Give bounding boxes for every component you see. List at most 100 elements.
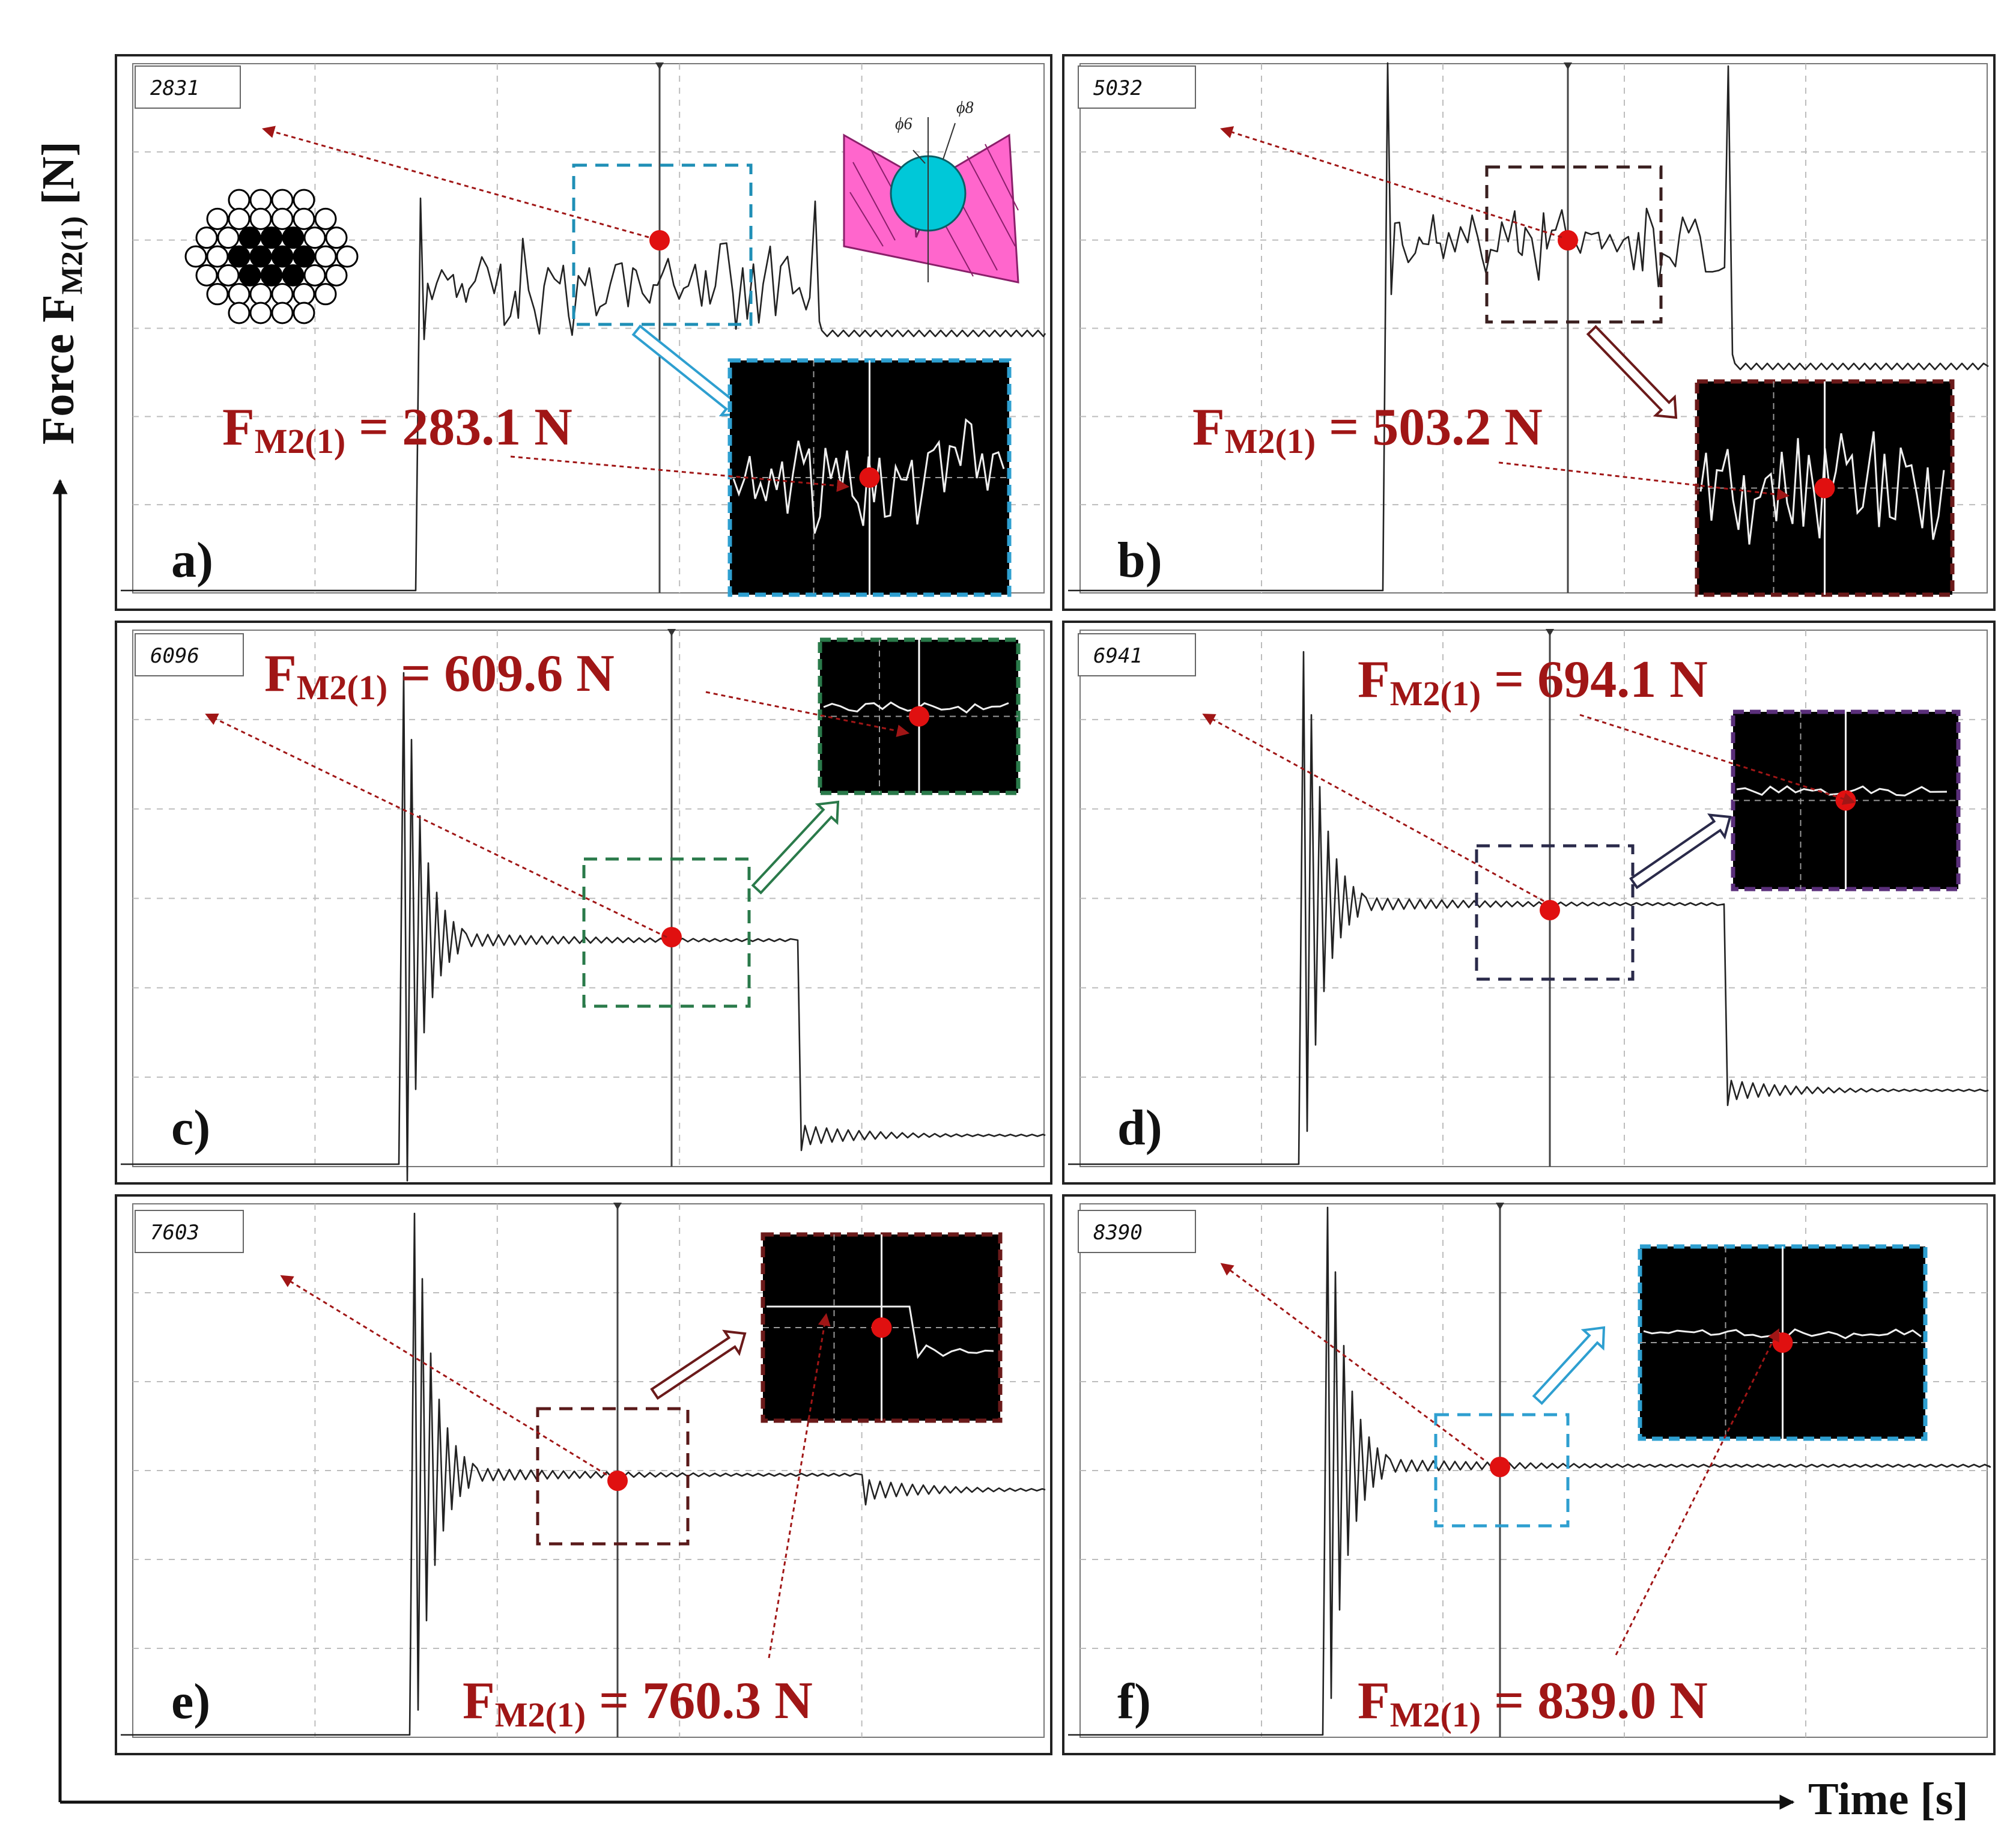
cursor-handle[interactable] [1564, 62, 1572, 70]
diameter-large-label: ϕ8 [956, 99, 974, 117]
annotation-subscript: M2(1) [1390, 1695, 1481, 1734]
annotation-subscript: M2(1) [297, 668, 387, 707]
rope-wire [217, 264, 240, 287]
annotation-symbol: F [1192, 398, 1225, 457]
cursor-handle[interactable] [1496, 1203, 1504, 1210]
zoom-arrow-shape [1586, 324, 1678, 419]
inset-marker [871, 1317, 892, 1338]
rope-wire [260, 226, 283, 249]
rope-wire [249, 302, 272, 324]
rope-wire [195, 264, 218, 287]
zoom-arrow-shape [1629, 813, 1732, 890]
measurement-marker[interactable] [1490, 1457, 1510, 1477]
panel-label: e) [171, 1674, 210, 1729]
measurement-marker[interactable] [1558, 230, 1578, 250]
panel-label: a) [171, 532, 213, 588]
series-line [121, 197, 1046, 592]
annotation-value: = 283.1 N [345, 398, 572, 457]
series-line [1068, 651, 1989, 1165]
measurement-marker[interactable] [1540, 900, 1560, 920]
zoom-selection-box[interactable] [582, 857, 751, 1008]
rope-wire [314, 283, 337, 306]
rope-wire [228, 245, 250, 268]
rope-wire [293, 189, 315, 211]
readout-box [1078, 65, 1196, 109]
readout-leader-arrow [205, 713, 667, 938]
series-line [1068, 1206, 1991, 1736]
series-line [121, 672, 1046, 1182]
measurement-marker[interactable] [661, 927, 682, 947]
readout-leader-arrow [261, 126, 649, 238]
rope-wire [228, 189, 250, 211]
readout-box [135, 1210, 244, 1253]
inset-trace [767, 1305, 994, 1359]
panel-c: 6096 FM2(1) = 609.6 N c) [115, 621, 1052, 1185]
annotation-subscript: M2(1) [1225, 422, 1316, 461]
readout-box [135, 65, 241, 109]
zoom-arrow-shape [650, 1329, 747, 1400]
cursor-handle[interactable] [655, 62, 664, 70]
rope-wire [314, 245, 337, 268]
annotation-subscript: M2(1) [495, 1695, 586, 1734]
series-line [1068, 62, 1989, 592]
annotation-symbol: F [1358, 1672, 1390, 1730]
readout-box [1078, 633, 1196, 676]
measurement-marker[interactable] [649, 230, 670, 250]
rope-wire [325, 226, 348, 249]
force-annotation: FM2(1) = 609.6 N [264, 645, 615, 707]
rope-wire [249, 245, 272, 268]
inset-marker [1772, 1332, 1793, 1353]
label-leader-arrow [1498, 461, 1790, 501]
readout-leader-arrow [1219, 126, 1562, 238]
readout-box [1078, 1210, 1196, 1253]
rope-wire [249, 283, 272, 306]
rope-wire [303, 226, 326, 249]
annotation-symbol: F [222, 398, 255, 457]
annotation-value: = 694.1 N [1481, 651, 1708, 709]
y-axis-title: Force FM2(1) [N] [33, 141, 88, 445]
rope-wire [282, 226, 305, 249]
readout-leader-arrow [280, 1275, 607, 1476]
label-leader-arrow [768, 1313, 831, 1659]
cursor-handle[interactable] [667, 629, 676, 636]
panel-label: f) [1117, 1674, 1151, 1729]
annotation-subscript: M2(1) [1390, 674, 1481, 713]
zoom-selection-box[interactable] [536, 1407, 690, 1546]
zoom-arrow-shape [751, 800, 840, 894]
zoom-arrow-icon [1629, 813, 1732, 890]
annotation-value: = 760.3 N [586, 1672, 813, 1730]
rope-wire [271, 302, 294, 324]
zoom-selection-box[interactable] [1434, 1413, 1570, 1528]
rope-wire [228, 207, 250, 230]
annotation-symbol: F [463, 1672, 495, 1730]
annotation-symbol: F [1358, 651, 1390, 709]
inset-marker [859, 467, 880, 488]
rope-wire [228, 302, 250, 324]
cursor-handle[interactable] [613, 1203, 622, 1210]
readout-value: 6096 [150, 644, 199, 668]
panel-label: d) [1117, 1100, 1162, 1156]
rope-wire [271, 283, 294, 306]
rope-wire [260, 264, 283, 287]
panel-label: b) [1117, 532, 1162, 588]
readout-value: 7603 [150, 1221, 199, 1245]
panel-label: c) [171, 1100, 210, 1156]
zoom-arrow-icon [751, 800, 840, 894]
rope-wire [249, 189, 272, 211]
inset-marker [1814, 478, 1835, 499]
zoom-arrow-shape [1532, 1326, 1606, 1405]
rope-wire [293, 207, 315, 230]
force-annotation: FM2(1) = 283.1 N [222, 398, 572, 461]
force-annotation: FM2(1) = 503.2 N [1192, 398, 1543, 461]
zoom-arrow-icon [650, 1329, 747, 1400]
x-axis-title: Time [s] [1808, 1774, 1969, 1824]
zoom-selection-box[interactable] [572, 163, 753, 326]
zoom-selection-box[interactable] [1485, 165, 1663, 324]
zoom-selection-box[interactable] [1475, 844, 1635, 981]
cursor-handle[interactable] [1546, 629, 1554, 636]
measurement-marker[interactable] [607, 1471, 628, 1491]
